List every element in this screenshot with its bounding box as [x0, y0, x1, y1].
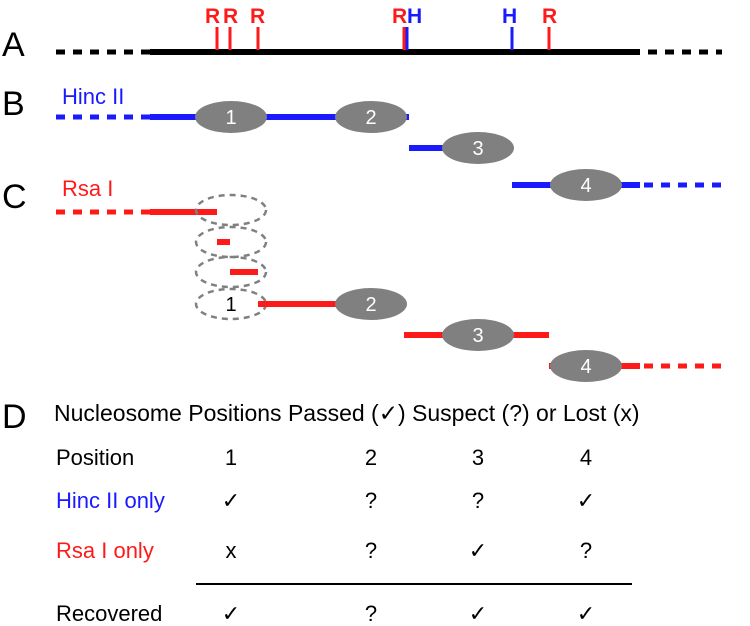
table-header-cell: 3 — [472, 445, 484, 470]
nucleosome-label: 2 — [365, 294, 376, 316]
table-cell: ? — [365, 538, 377, 563]
nucleosome-lost-outline — [194, 193, 268, 227]
table-row-label-hinc: Hinc II only — [56, 488, 165, 513]
rsa-site-label: R — [542, 5, 557, 28]
rsa-label: Rsa I — [62, 176, 113, 201]
table-header-cell: 4 — [580, 445, 592, 470]
rsa-site-label: R — [250, 5, 265, 28]
table-cell: ✓ — [222, 488, 240, 513]
nucleosome — [195, 101, 267, 133]
panel-label-c: C — [2, 178, 27, 216]
panel-label-b: B — [2, 85, 25, 123]
hinc-site-label: H — [407, 5, 422, 28]
table-cell: ✓ — [469, 601, 487, 626]
table-row-label-recovered: Recovered — [56, 601, 162, 626]
table-cell: ✓ — [577, 601, 595, 626]
table-header-label: Position — [56, 445, 134, 470]
nucleosome — [442, 319, 514, 351]
panel-label-d: D — [2, 398, 27, 436]
nucleosome-label: 4 — [580, 356, 591, 378]
nucleosome-label: 3 — [472, 325, 483, 347]
table-cell: ? — [472, 488, 484, 513]
nucleosome — [550, 350, 622, 382]
table-cell: x — [226, 538, 237, 563]
table-cell: ? — [365, 488, 377, 513]
hinc-label: Hinc II — [62, 84, 124, 109]
table-header-cell: 1 — [225, 445, 237, 470]
table-cell: ✓ — [577, 488, 595, 513]
table-cell: ? — [365, 601, 377, 626]
table-row-label-rsa: Rsa I only — [56, 538, 154, 563]
nucleosome-label: 3 — [472, 138, 483, 160]
nucleosome-label: 1 — [225, 107, 236, 129]
nucleosome-lost-outline — [194, 255, 268, 289]
nucleosome-label: 4 — [580, 175, 591, 197]
table-cell: ? — [580, 538, 592, 563]
table-cell: ✓ — [222, 601, 240, 626]
rsa-site-label: R — [205, 5, 220, 28]
rsa-site-ticks — [215, 27, 551, 50]
nucleosome — [335, 288, 407, 320]
nucleosome-label: 2 — [365, 107, 376, 129]
hinc-site-label: H — [502, 5, 517, 28]
nucleosome-label-lost: 1 — [225, 294, 236, 316]
nucleosome-lost-outline — [194, 225, 268, 259]
table-header-cell: 2 — [365, 445, 377, 470]
nucleosome — [550, 169, 622, 201]
table-title: Nucleosome Positions Passed (✓) Suspect … — [54, 400, 640, 426]
rsa-site-label: R — [223, 5, 238, 28]
hinc-site-ticks — [405, 27, 514, 50]
rsa-site-label: R — [392, 5, 407, 28]
panel-label-a: A — [2, 26, 25, 64]
table-cell: ✓ — [469, 538, 487, 563]
nucleosome — [335, 101, 407, 133]
nucleosome — [442, 132, 514, 164]
